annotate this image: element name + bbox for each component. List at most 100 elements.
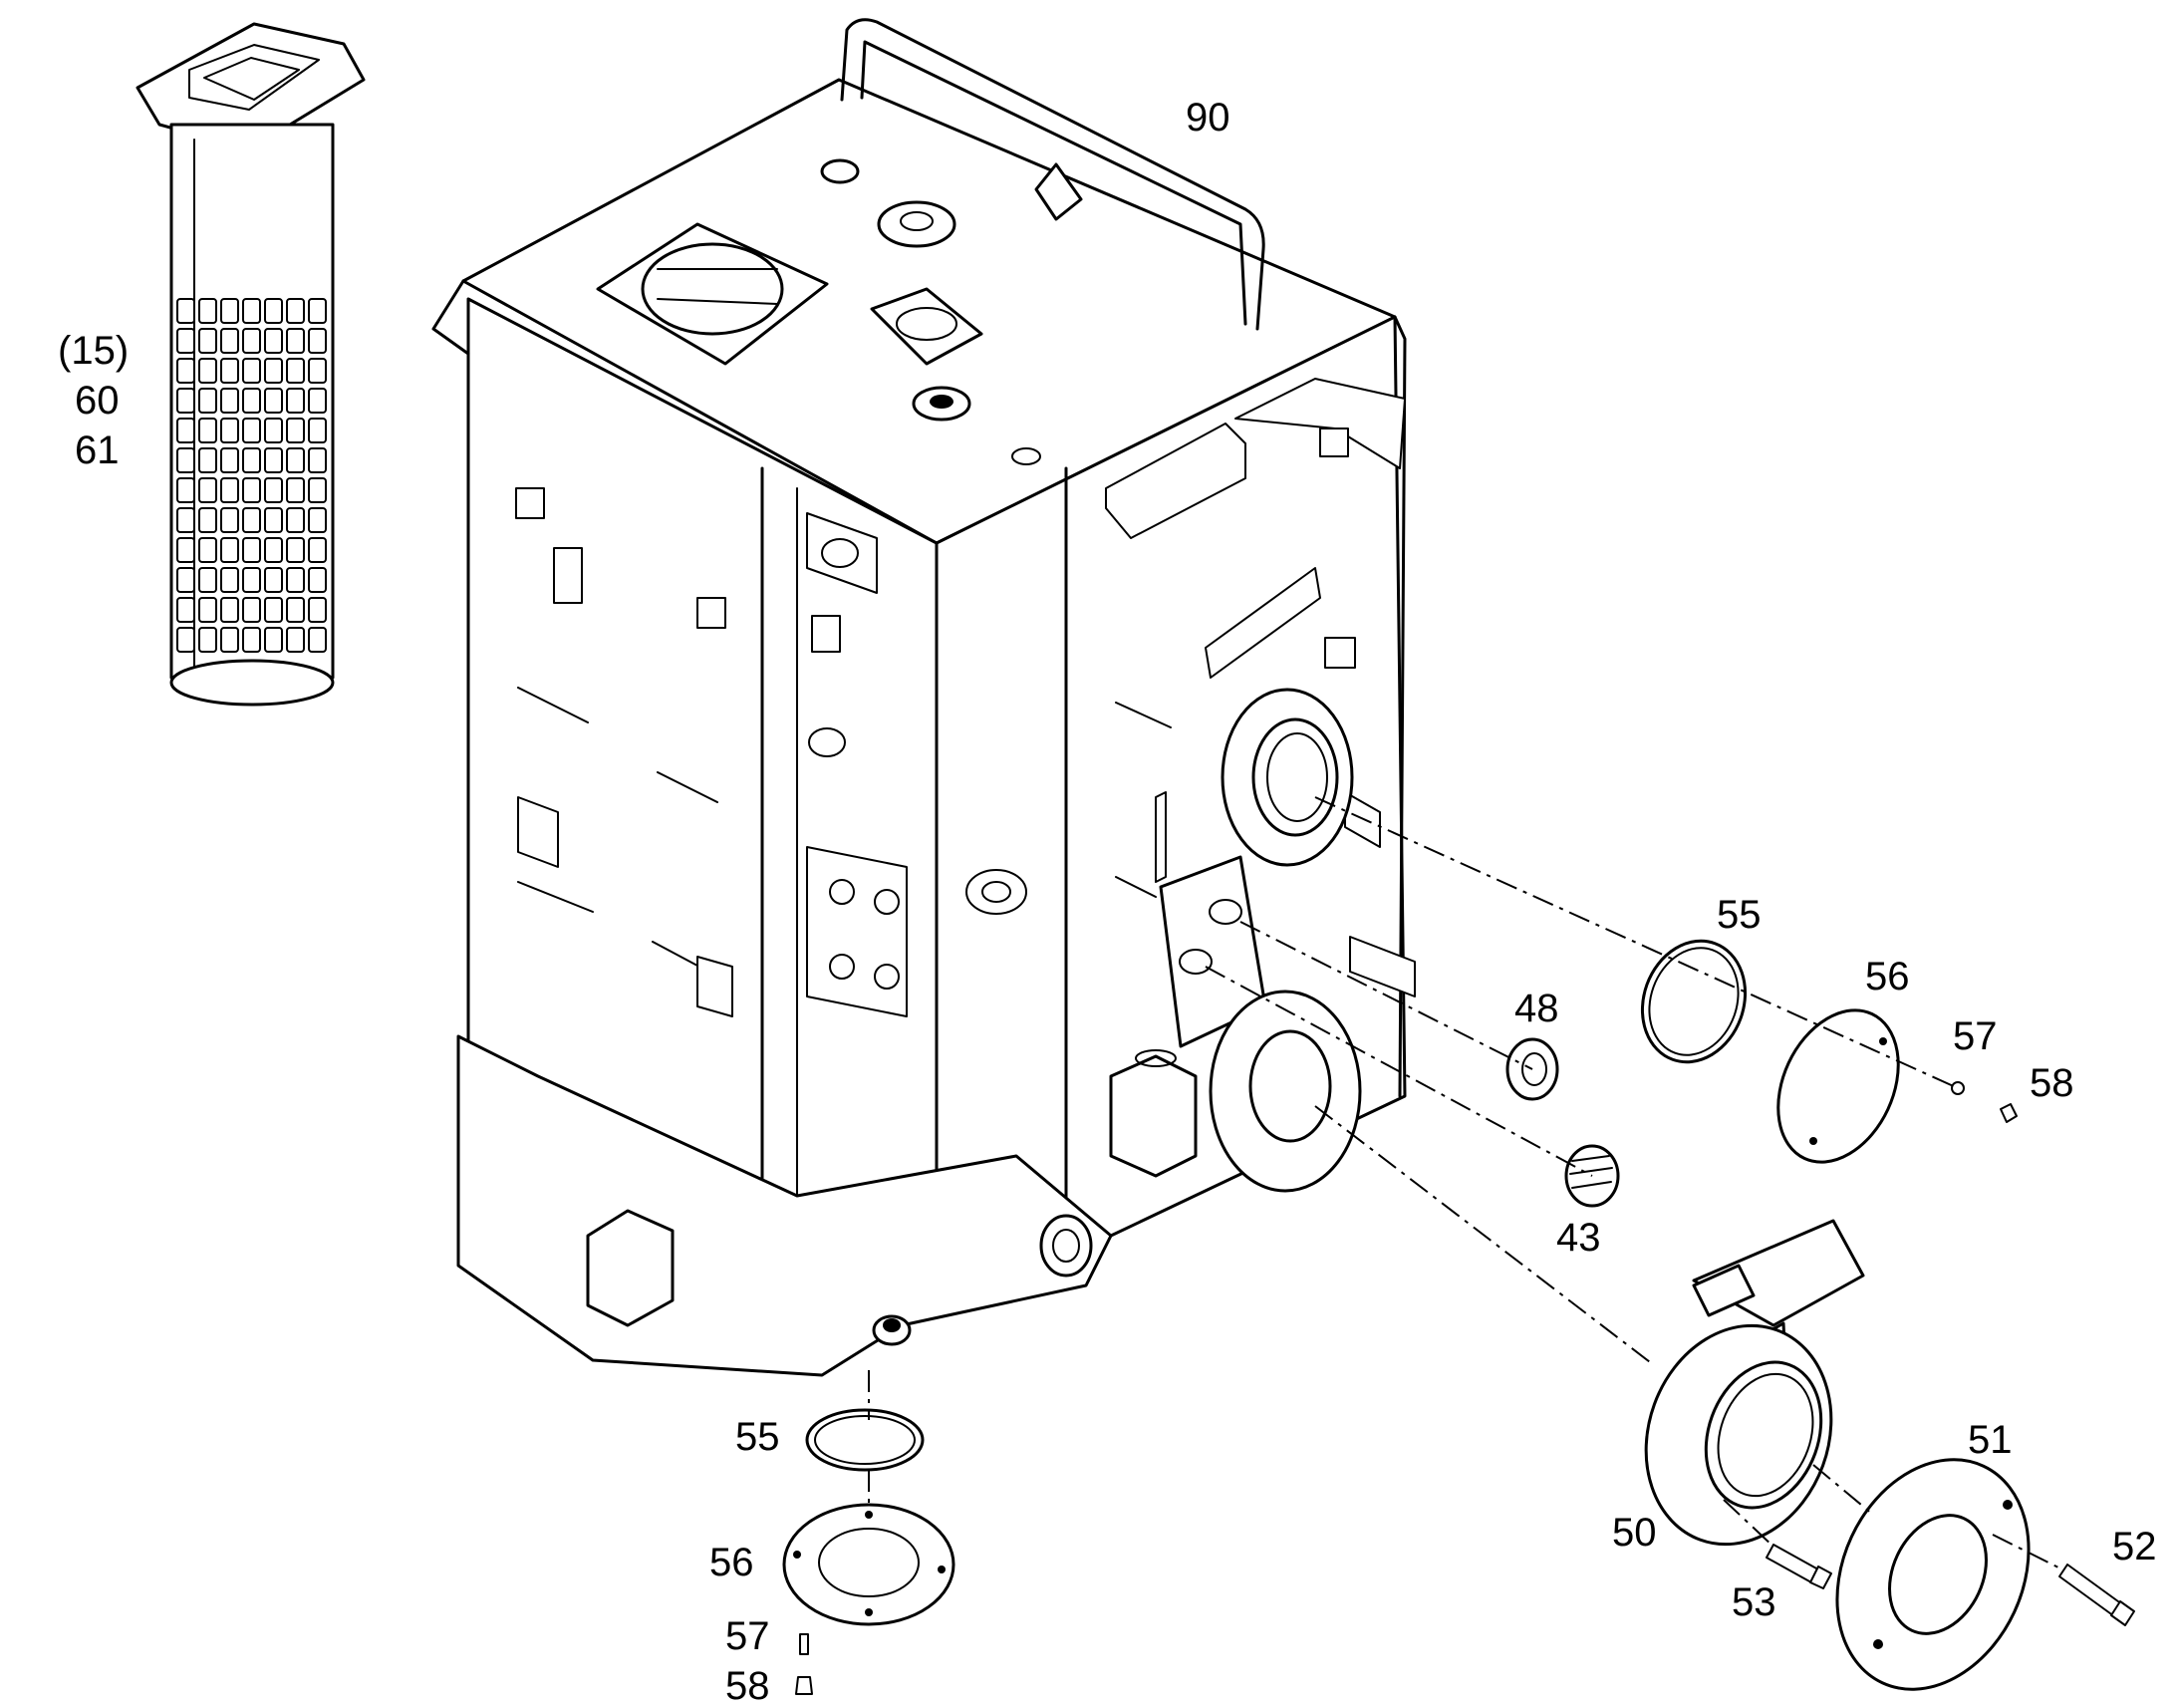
mesh-cell: [220, 597, 239, 623]
mesh-cell: [308, 477, 327, 503]
mesh-cell: [264, 627, 283, 653]
o-ring-55-bottom: [805, 1408, 925, 1472]
mesh-cell: [242, 507, 261, 533]
mesh-cell: [176, 507, 195, 533]
mesh-cell: [264, 567, 283, 593]
mesh-cell: [286, 537, 305, 563]
mesh-cell: [176, 418, 195, 443]
mesh-cell: [220, 567, 239, 593]
mesh-cell: [242, 537, 261, 563]
callout-58: 58: [2030, 1061, 2074, 1105]
mesh-cell: [264, 418, 283, 443]
mesh-cell: [242, 477, 261, 503]
mesh-cell: [220, 627, 239, 653]
mesh-cell: [220, 477, 239, 503]
mesh-cell: [264, 388, 283, 414]
callout-51: 51: [1968, 1418, 2013, 1462]
callout-53: 53: [1732, 1580, 1776, 1624]
callout-50: 50: [1612, 1511, 1657, 1555]
mesh-cell: [242, 388, 261, 414]
mesh-cell: [176, 388, 195, 414]
mesh-cell: [308, 567, 327, 593]
callout-48: 48: [1514, 987, 1559, 1030]
mesh-cell: [286, 418, 305, 443]
mesh-cell: [264, 358, 283, 384]
mesh-cell: [198, 358, 217, 384]
mesh-cell: [198, 567, 217, 593]
mesh-cell: [242, 358, 261, 384]
mesh-cell: [308, 328, 327, 354]
callout-55: 55: [1717, 893, 1762, 937]
mesh-cell: [220, 507, 239, 533]
mesh-cell: [242, 627, 261, 653]
mesh-cell: [286, 328, 305, 354]
mesh-cell: [176, 567, 195, 593]
mesh-cell: [220, 447, 239, 473]
mesh-cell: [308, 597, 327, 623]
mesh-cell: [198, 447, 217, 473]
callout-60: 60: [75, 379, 120, 423]
mesh-cell: [220, 537, 239, 563]
mesh-cell: [308, 447, 327, 473]
mesh-cell: [286, 627, 305, 653]
mesh-cell: [176, 627, 195, 653]
mesh-cell: [264, 477, 283, 503]
mesh-cell: [198, 627, 217, 653]
valve-50: [1644, 1219, 1865, 1547]
mesh-cell: [308, 388, 327, 414]
callout-58-bottom: 58: [725, 1664, 770, 1708]
mesh-cell: [176, 328, 195, 354]
mesh-cell: [308, 298, 327, 324]
callout-56: 56: [1865, 955, 1910, 998]
mesh-cell: [308, 358, 327, 384]
cover-56: [1776, 1008, 1900, 1164]
mesh-cell: [220, 388, 239, 414]
mesh-cell: [264, 537, 283, 563]
hydraulic-tank: [431, 18, 1416, 1377]
callout-43: 43: [1556, 1216, 1601, 1260]
mesh-cell: [176, 298, 195, 324]
mesh-cell: [242, 597, 261, 623]
callout-90: 90: [1186, 96, 1230, 140]
flange-51: [1835, 1458, 2031, 1691]
mesh-cell: [220, 328, 239, 354]
mesh-cell: [308, 418, 327, 443]
filter-mesh: [176, 298, 327, 653]
mesh-cell: [198, 388, 217, 414]
mesh-cell: [176, 597, 195, 623]
mesh-cell: [242, 328, 261, 354]
mesh-cell: [220, 298, 239, 324]
mesh-cell: [308, 627, 327, 653]
callout-61: 61: [75, 428, 120, 472]
mesh-cell: [264, 597, 283, 623]
mesh-cell: [242, 418, 261, 443]
callout-56-bottom: 56: [709, 1541, 754, 1584]
mesh-cell: [286, 388, 305, 414]
o-ring-55: [1640, 939, 1748, 1064]
mesh-cell: [242, 567, 261, 593]
mesh-cell: [286, 298, 305, 324]
callout-55-bottom: 55: [735, 1415, 780, 1459]
callout-57: 57: [1953, 1014, 1998, 1058]
mesh-cell: [264, 328, 283, 354]
mesh-cell: [176, 477, 195, 503]
mesh-cell: [198, 328, 217, 354]
mesh-cell: [198, 537, 217, 563]
mesh-cell: [198, 597, 217, 623]
mesh-cell: [308, 507, 327, 533]
filter-element: [136, 22, 366, 707]
mesh-cell: [286, 597, 305, 623]
mesh-cell: [198, 298, 217, 324]
mesh-cell: [286, 567, 305, 593]
mesh-cell: [264, 447, 283, 473]
mesh-cell: [286, 477, 305, 503]
mesh-cell: [286, 358, 305, 384]
callout-52: 52: [2112, 1525, 2157, 1568]
mesh-cell: [242, 298, 261, 324]
mesh-cell: [220, 418, 239, 443]
mesh-cell: [198, 507, 217, 533]
callout-57-bottom: 57: [725, 1614, 770, 1658]
mesh-cell: [286, 507, 305, 533]
